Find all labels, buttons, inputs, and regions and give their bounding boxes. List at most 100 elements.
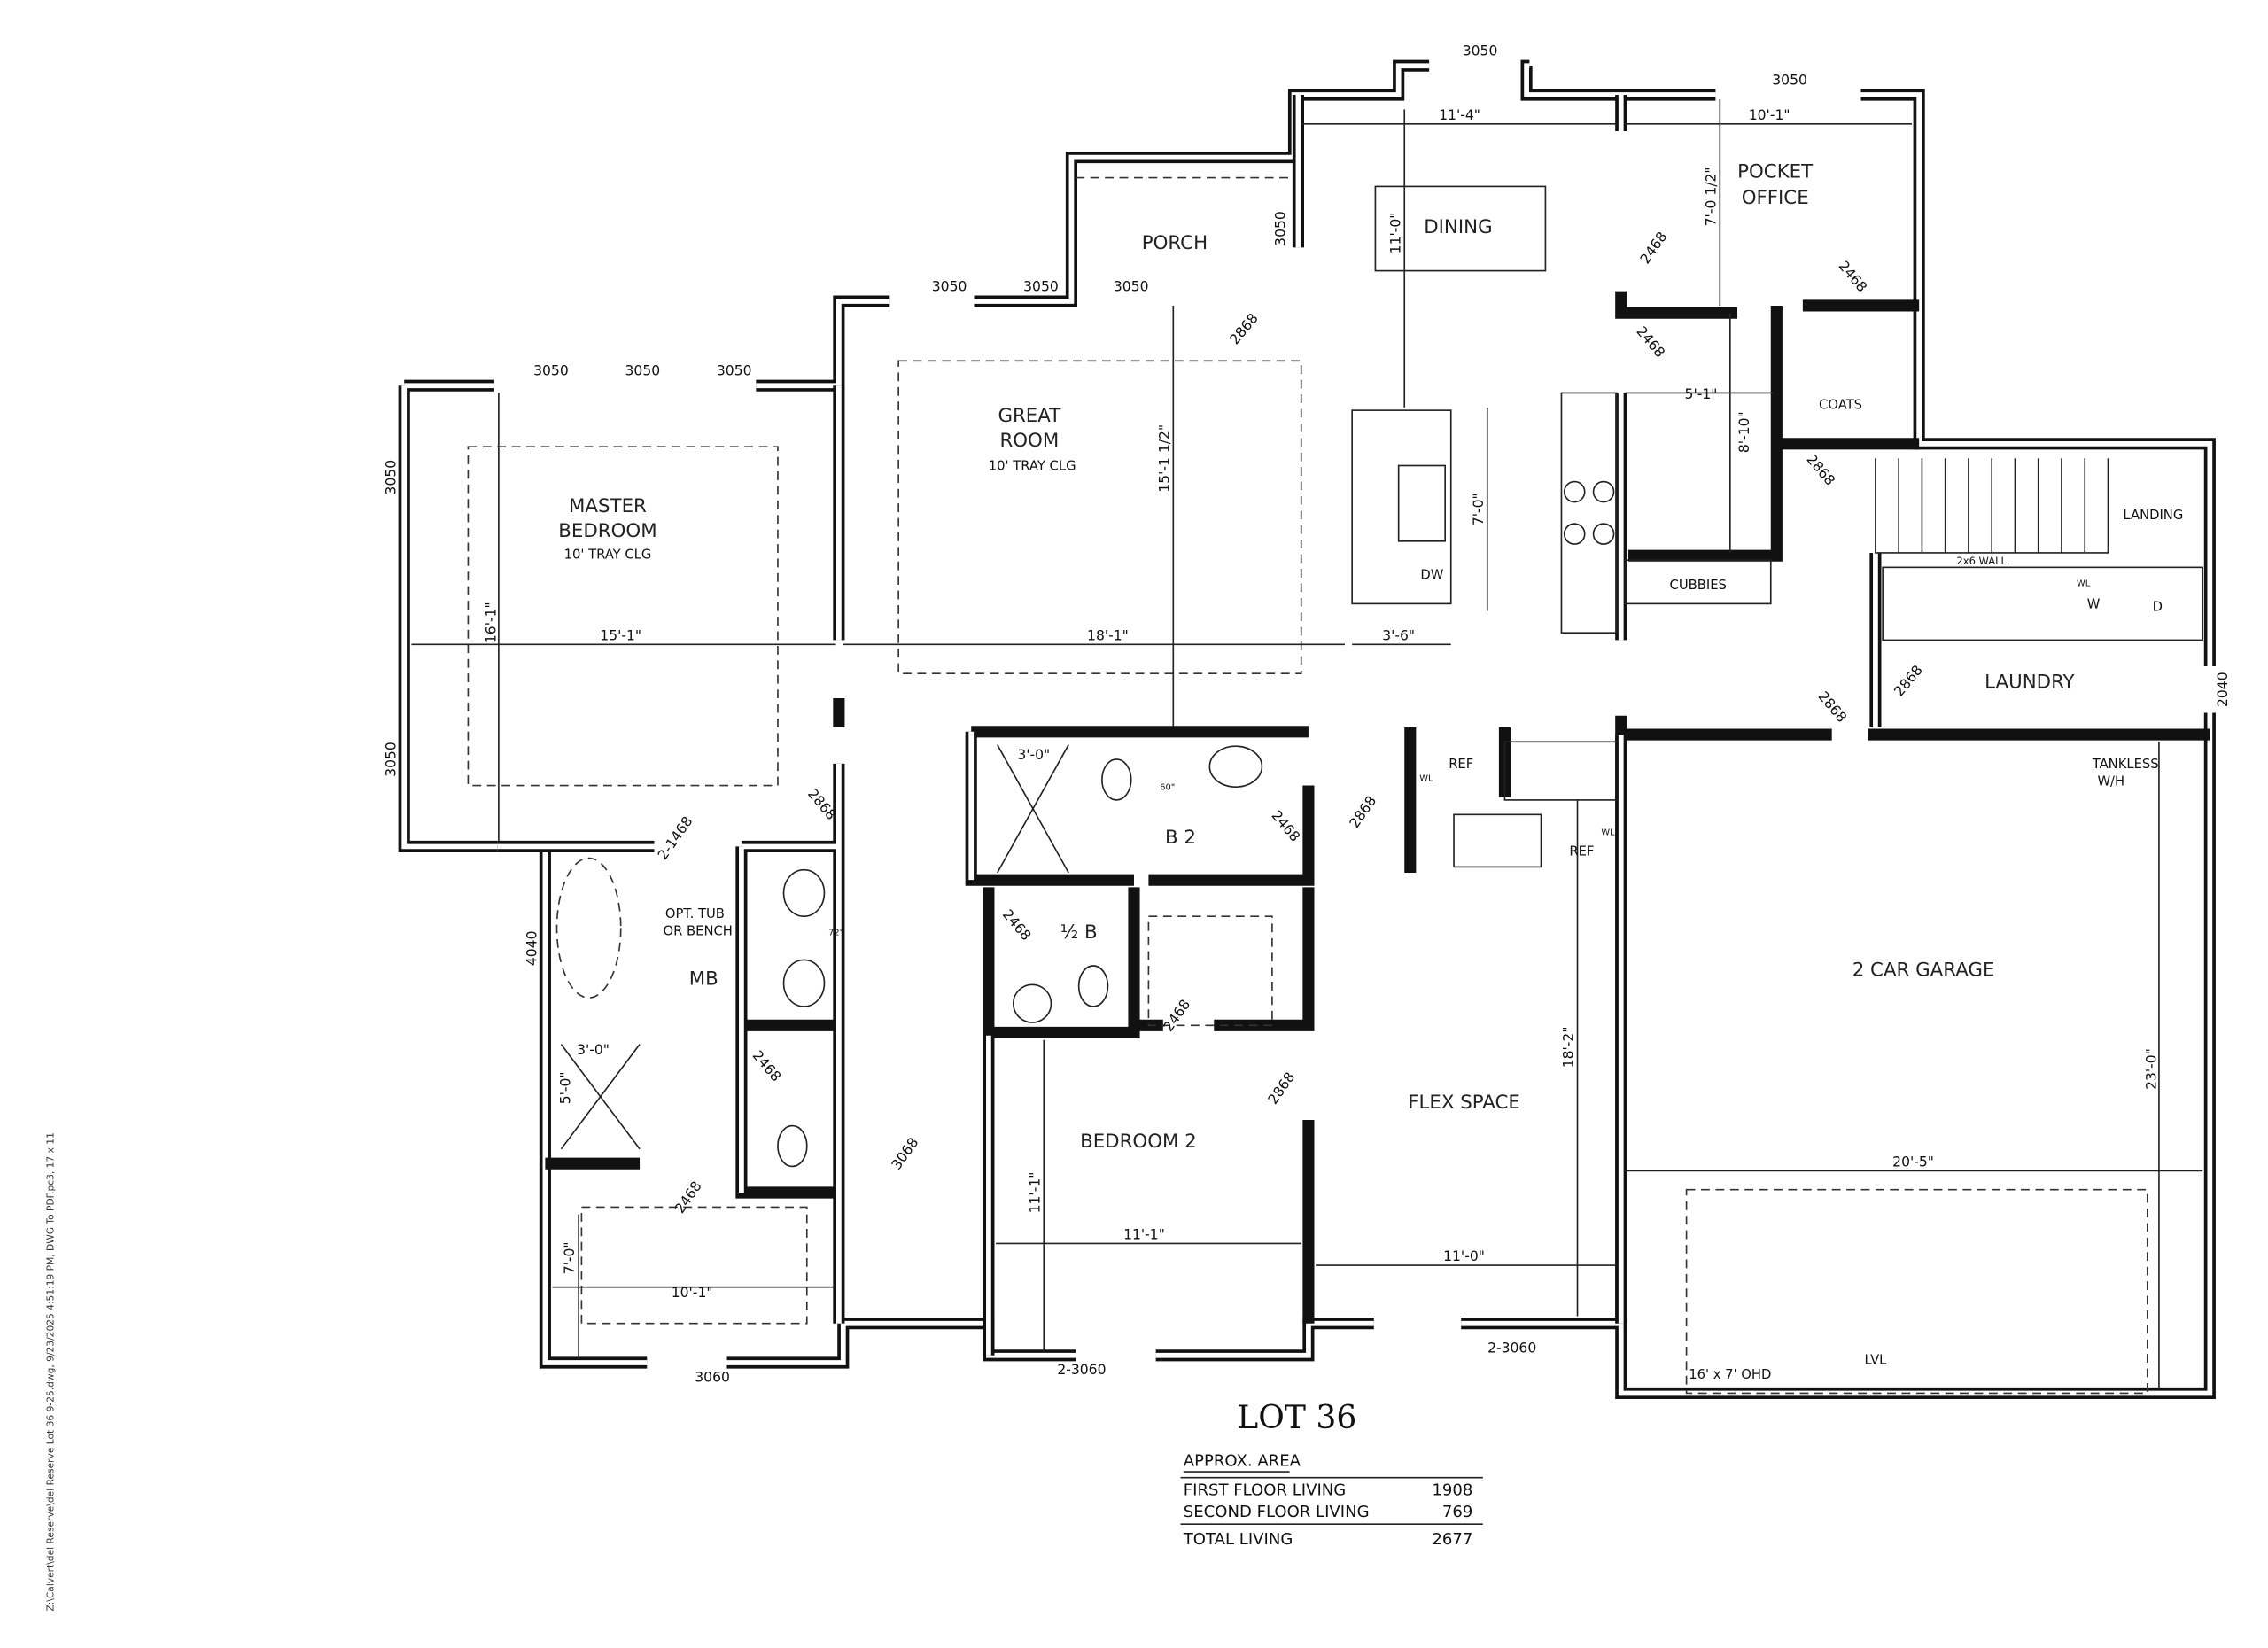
room-label-b2: B 2 — [1165, 827, 1196, 849]
dryer-label: D — [2153, 600, 2163, 615]
area-row-label: SECOND FLOOR LIVING — [1184, 1503, 1370, 1521]
room-label-master-2: BEDROOM — [558, 520, 656, 542]
dim-garage-w: 20'-5" — [1892, 1154, 1934, 1170]
door-label: 2468 — [1836, 258, 1870, 295]
room-label-great-1: GREAT — [998, 405, 1061, 427]
dim-mudroom-w: 5'-1" — [1685, 386, 1718, 402]
dim-great-w: 18'-1" — [1087, 627, 1129, 643]
dim-flex-w: 11'-0" — [1443, 1248, 1485, 1264]
opt-tub-note-2: OR BENCH — [663, 924, 732, 939]
dim-shower-w: 3'-0" — [577, 1042, 610, 1058]
door-label: 2-1468 — [655, 813, 695, 863]
dimension-lines — [411, 98, 2203, 1389]
area-total-value: 2677 — [1432, 1530, 1472, 1549]
dim-dining-d: 11'-0" — [1387, 213, 1403, 254]
wl-label-3: WL — [2077, 579, 2091, 589]
room-label-laundry: LAUNDRY — [1984, 672, 2075, 694]
area-heading: APPROX. AREA — [1184, 1452, 1301, 1471]
room-label-office-1: POCKET — [1737, 161, 1814, 183]
walls — [398, 59, 2216, 1400]
tankless-note-2: W/H — [2097, 774, 2124, 789]
door-label: 2468 — [672, 1178, 704, 1217]
dim-master-d: 16'-1" — [484, 602, 500, 643]
lvl-note: LVL — [1864, 1353, 1887, 1368]
dim-island-d: 7'-0" — [1471, 493, 1487, 525]
window-label: 3060 — [695, 1369, 730, 1385]
room-label-landing: LANDING — [2123, 508, 2183, 523]
area-table: APPROX. AREA FIRST FLOOR LIVING 1908 SEC… — [1180, 1452, 1483, 1549]
door-label: 2868 — [1265, 1069, 1298, 1108]
window-label: 3050 — [1772, 73, 1807, 89]
door-label: 2468 — [750, 1047, 784, 1084]
washer-label: W — [2087, 596, 2101, 611]
lot-title: LOT 36 — [1237, 1398, 1356, 1436]
dim-mudroom-d: 8'-10" — [1736, 411, 1752, 453]
wl-label-2: WL — [1601, 828, 1615, 837]
door-label: 2468 — [1637, 229, 1670, 267]
notes: OPT. TUB OR BENCH 2x6 WALL TANKLESS W/H … — [663, 555, 2162, 1382]
door-label: 2468 — [1269, 808, 1303, 845]
vanity-note: 72" — [828, 929, 843, 938]
great-ceiling-note: 10' TRAY CLG — [989, 458, 1076, 473]
room-label-bedroom2: BEDROOM 2 — [1080, 1131, 1197, 1153]
room-label-cubbies: CUBBIES — [1670, 578, 1727, 593]
door-label: 2868 — [1815, 688, 1850, 726]
file-path-stamp: Z:\Calvert\del Reserve\del Reserve Lot 3… — [45, 1132, 57, 1611]
door-label: 2468 — [1161, 997, 1193, 1035]
dim-shower-d: 5'-0" — [557, 1071, 573, 1104]
ref-label: REF — [1449, 757, 1473, 772]
dim-closet-w: 10'-1" — [672, 1285, 713, 1301]
ref-label-2: REF — [1569, 843, 1594, 859]
room-label-flex: FLEX SPACE — [1408, 1092, 1520, 1114]
dim-bed2-d: 11'-1" — [1027, 1172, 1043, 1214]
window-label: 3050 — [1114, 279, 1149, 295]
dim-bed2-w: 11'-1" — [1123, 1227, 1165, 1243]
door-label: 2868 — [1803, 452, 1837, 489]
room-labels: MASTER BEDROOM 10' TRAY CLG GREAT ROOM 1… — [558, 161, 2183, 1154]
wall-note: 2x6 WALL — [1957, 555, 2008, 567]
window-label: 3050 — [533, 363, 569, 379]
area-total-label: TOTAL LIVING — [1183, 1530, 1293, 1549]
room-label-great-2: ROOM — [999, 430, 1059, 452]
window-labels: 3050 3050 3050 3050 3050 3050 3050 3050 … — [383, 43, 2231, 1386]
dim-office-w: 10'-1" — [1749, 107, 1790, 123]
room-label-master-1: MASTER — [569, 495, 647, 517]
window-label: 3050 — [717, 363, 752, 379]
dim-closet-d: 7'-0" — [562, 1241, 578, 1274]
dimension-labels: 11'-4" 11'-0" 10'-1" 7'-0 1/2" 5'-1" 8'-… — [484, 107, 2160, 1301]
room-label-mb: MB — [689, 968, 718, 990]
area-row-value: 769 — [1442, 1503, 1472, 1521]
fixtures — [467, 176, 2203, 1395]
dim-dining-w: 11'-4" — [1439, 107, 1480, 123]
stairs — [1875, 458, 2109, 554]
room-label-coats: COATS — [1819, 397, 1862, 412]
room-label-dining: DINING — [1424, 216, 1492, 238]
dim-master-w: 15'-1" — [600, 627, 641, 643]
dim-office-d: 7'-0 1/2" — [1703, 167, 1719, 226]
master-ceiling-note: 10' TRAY CLG — [564, 548, 652, 563]
window-label: 3050 — [1023, 279, 1059, 295]
room-label-office-2: OFFICE — [1742, 187, 1809, 209]
window-label: 2-3060 — [1487, 1341, 1536, 1356]
area-row-value: 1908 — [1432, 1481, 1472, 1499]
door-label: 2468 — [999, 906, 1034, 944]
door-label: 2868 — [1347, 793, 1379, 831]
room-label-porch: PORCH — [1142, 232, 1208, 254]
area-row-label: FIRST FLOOR LIVING — [1184, 1481, 1346, 1499]
door-labels: 2868 2468 2468 2468 2868 2868 2868 2-146… — [655, 229, 1926, 1216]
window-label: 4040 — [524, 930, 540, 966]
vanity-note-2: 60" — [1160, 782, 1175, 792]
window-label: 2040 — [2215, 672, 2231, 707]
garage-door-note: 16' x 7' OHD — [1689, 1367, 1771, 1382]
dim-flex-d: 18'-2" — [1561, 1026, 1577, 1068]
door-label: 2868 — [1227, 310, 1262, 347]
tankless-note: TANKLESS — [2092, 757, 2159, 772]
dim-island-w: 3'-6" — [1382, 627, 1415, 643]
window-label: 3050 — [383, 460, 399, 495]
window-label: 2-3060 — [1057, 1362, 1106, 1378]
dim-b2-shower: 3'-0" — [1017, 747, 1050, 763]
door-label: 2468 — [1633, 323, 1667, 361]
wl-label: WL — [1419, 774, 1433, 784]
opt-tub-note: OPT. TUB — [665, 906, 725, 921]
